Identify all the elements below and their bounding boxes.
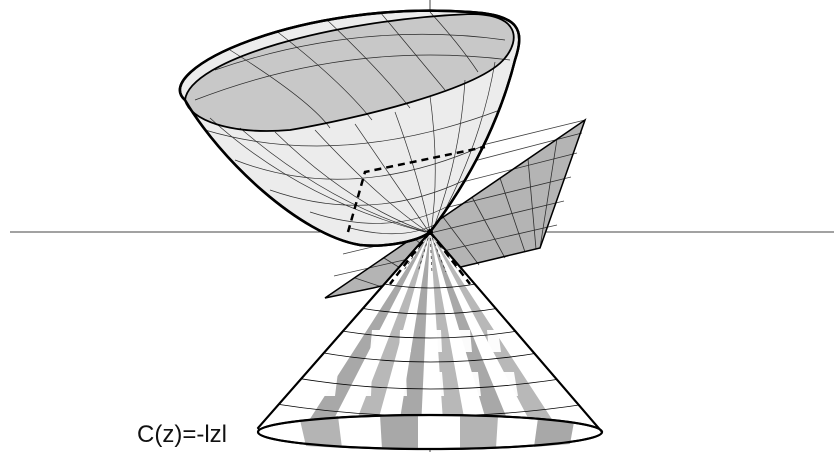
hidden-edges <box>346 145 486 285</box>
cone-label: C(z)=-lzl <box>137 421 227 448</box>
apex-fan-lines <box>403 231 459 274</box>
tangent-point <box>427 229 433 235</box>
cone-base-checker <box>300 415 574 449</box>
cone-surface <box>256 230 604 451</box>
paraboloid-surface <box>178 9 521 247</box>
